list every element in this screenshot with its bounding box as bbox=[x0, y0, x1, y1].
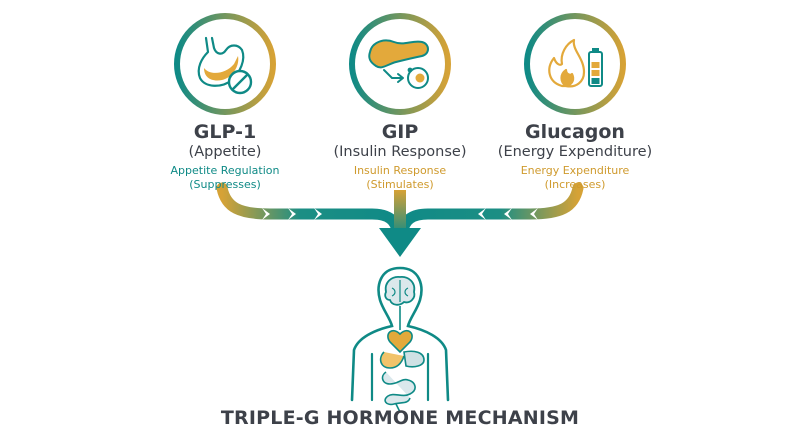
battery-icon bbox=[588, 48, 603, 87]
cell-icon bbox=[407, 67, 429, 89]
diagram-title: TRIPLE-G HORMONE MECHANISM bbox=[220, 407, 580, 429]
hormone-gip: GIP (Insulin Response) Insulin Response … bbox=[300, 121, 500, 192]
brain-icon bbox=[384, 276, 416, 306]
stomach-icon bbox=[197, 36, 245, 87]
hormone-subtitle: (Insulin Response) bbox=[333, 144, 467, 160]
effect-line: Energy Expenditure bbox=[520, 164, 630, 177]
hormone-effect: Energy Expenditure (Increases) bbox=[475, 164, 675, 192]
glp1-icon-badge bbox=[174, 13, 276, 115]
effect-line: Appetite Regulation bbox=[170, 164, 280, 177]
liver-icon bbox=[403, 350, 425, 368]
effect-line: (Stimulates) bbox=[366, 178, 434, 191]
hormone-effect: Insulin Response (Stimulates) bbox=[300, 164, 500, 192]
hormone-name: GLP-1 bbox=[193, 121, 257, 143]
glucagon-icon-badge bbox=[524, 13, 626, 115]
effect-line: Insulin Response bbox=[353, 164, 447, 177]
hormone-effect: Appetite Regulation (Suppresses) bbox=[125, 164, 325, 192]
gip-icon-badge bbox=[349, 13, 451, 115]
right-flow-arrow bbox=[397, 182, 584, 238]
stomach-organ-icon bbox=[379, 351, 405, 369]
hormone-name: Glucagon bbox=[525, 121, 625, 143]
flame-icon bbox=[548, 38, 586, 88]
left-flow-arrow bbox=[216, 182, 403, 238]
hormone-glp1: GLP-1 (Appetite) Appetite Regulation (Su… bbox=[125, 121, 325, 192]
intestines-icon bbox=[381, 371, 416, 413]
effect-line: (Suppresses) bbox=[189, 178, 261, 191]
suppress-icon bbox=[227, 69, 253, 95]
effect-line: (Increases) bbox=[544, 178, 606, 191]
hormone-subtitle: (Appetite) bbox=[188, 144, 262, 160]
hormone-name: GIP bbox=[381, 121, 419, 143]
hormone-glucagon: Glucagon (Energy Expenditure) Energy Exp… bbox=[475, 121, 675, 192]
heart-icon bbox=[387, 329, 413, 354]
pancreas-icon bbox=[368, 39, 429, 83]
hormone-subtitle: (Energy Expenditure) bbox=[497, 144, 653, 160]
human-body-illustration bbox=[350, 266, 450, 413]
center-flow-arrow bbox=[379, 190, 421, 257]
body-outline bbox=[350, 266, 450, 402]
